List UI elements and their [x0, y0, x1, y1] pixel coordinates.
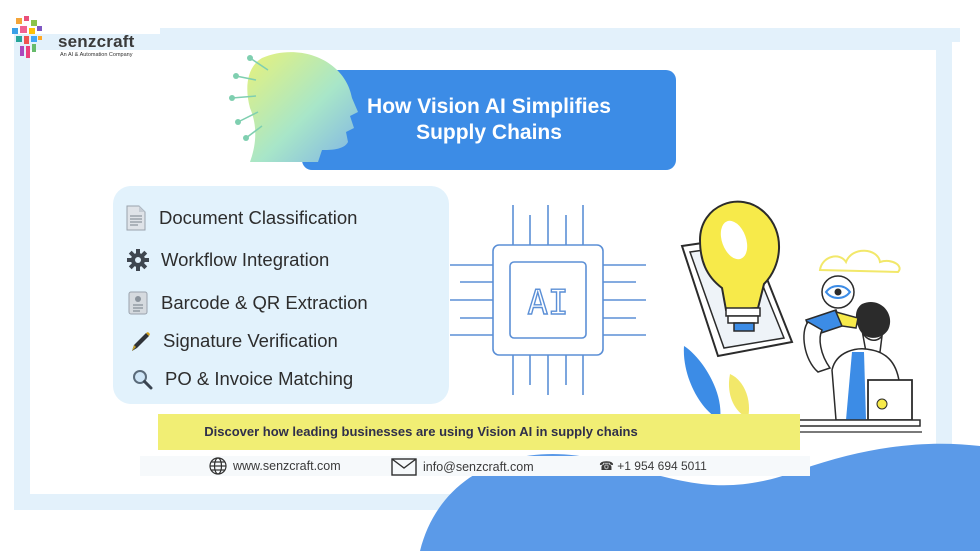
email-link[interactable]: info@senzcraft.com: [423, 460, 534, 474]
logo-mark-icon: [12, 16, 42, 58]
envelope-icon: [391, 458, 417, 476]
id-card-icon: [125, 290, 151, 316]
feature-po-invoice-matching: PO & Invoice Matching: [129, 366, 353, 392]
page-title: How Vision AI Simplifies Supply Chains: [316, 94, 662, 146]
feature-workflow-integration: Workflow Integration: [125, 247, 329, 273]
document-icon: [123, 205, 149, 231]
frame-top-bar: [160, 28, 960, 42]
feature-label: Barcode & QR Extraction: [161, 292, 368, 313]
feature-label: Workflow Integration: [161, 249, 330, 270]
contact-phone[interactable]: ☎ +1 954 694 5011: [599, 459, 707, 473]
ai-chip-icon: AI: [450, 205, 646, 395]
website-link[interactable]: www.senzcraft.com: [233, 459, 341, 473]
gear-icon: [125, 247, 151, 273]
feature-signature-verification: Signature Verification: [127, 328, 338, 354]
contact-website[interactable]: www.senzcraft.com: [209, 457, 341, 475]
brand-tagline: An AI & Automation Company: [60, 52, 133, 58]
title-line-1: How Vision AI Simplifies: [367, 95, 611, 118]
title-banner: [302, 70, 676, 170]
pen-icon: [127, 328, 153, 354]
feature-label: PO & Invoice Matching: [165, 368, 354, 389]
cta-text[interactable]: Discover how leading businesses are usin…: [204, 424, 638, 439]
feature-barcode-qr-extraction: Barcode & QR Extraction: [125, 290, 368, 316]
feature-label: Document Classification: [159, 207, 358, 228]
brand-logo[interactable]: senzcraft An AI & Automation Company: [10, 14, 150, 62]
magnifier-icon: [129, 366, 155, 392]
feature-document-classification: Document Classification: [123, 205, 357, 231]
features-panel: [113, 186, 449, 404]
title-line-2: Supply Chains: [416, 121, 562, 144]
phone-number[interactable]: ☎ +1 954 694 5011: [599, 459, 707, 473]
cta-banner[interactable]: [158, 414, 800, 450]
globe-icon: [209, 457, 227, 475]
contact-bar: [140, 456, 810, 476]
contact-email[interactable]: info@senzcraft.com: [391, 458, 534, 476]
chip-label: AI: [528, 283, 569, 323]
brand-name: senzcraft: [58, 32, 135, 51]
feature-label: Signature Verification: [163, 330, 338, 351]
